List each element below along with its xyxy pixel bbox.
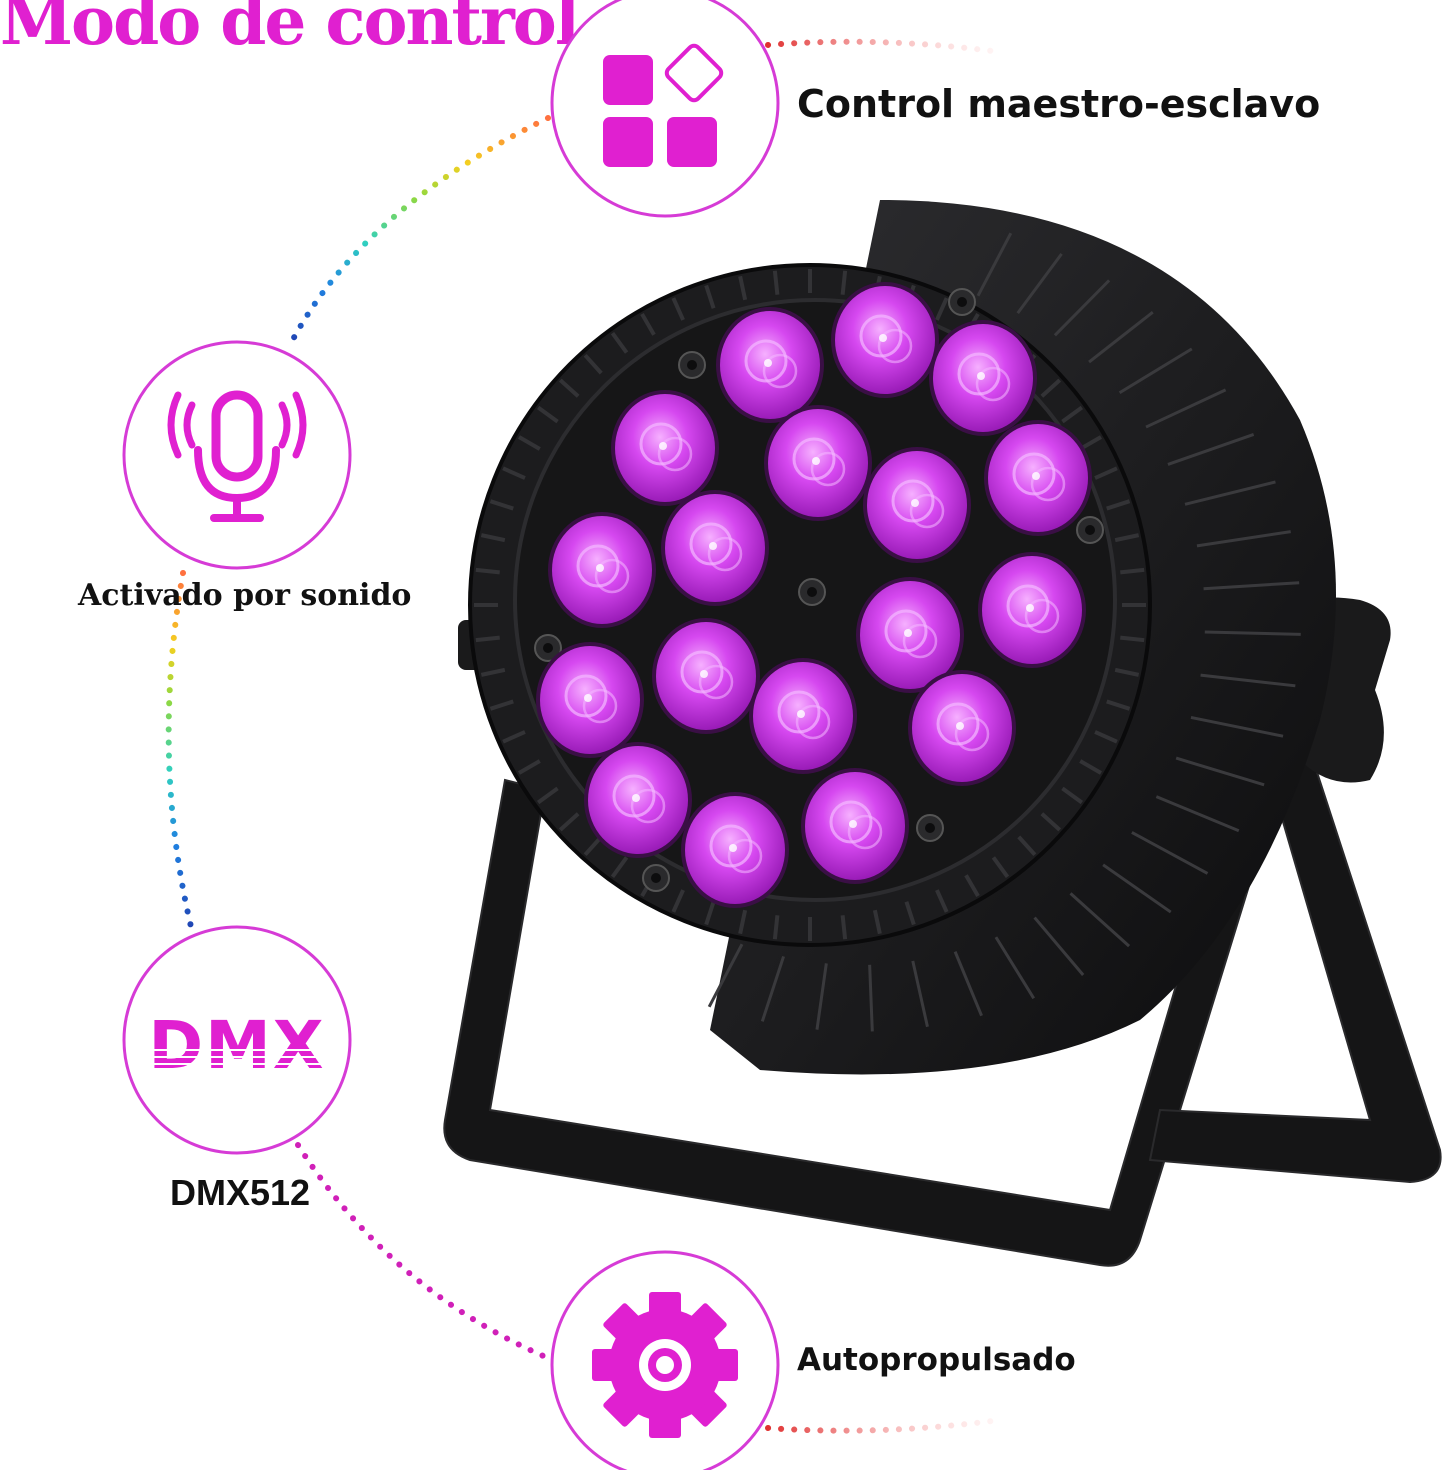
gear-icon	[592, 1292, 738, 1438]
dmx-icon-text: DMX	[148, 1007, 325, 1084]
connector-gear-tail	[765, 1417, 1003, 1434]
connector-master-tail	[765, 38, 1003, 55]
circle-dmx	[122, 925, 352, 1155]
connector-dmx-to-gear	[295, 1142, 551, 1361]
par-light-fixture	[443, 200, 1442, 1267]
circle-master-slave	[550, 0, 780, 218]
dmx-icon: DMX	[148, 1007, 325, 1084]
face-screws	[534, 288, 1104, 892]
label-autopropulsado: Autopropulsado	[797, 1342, 1076, 1378]
label-sound-activated: Activado por sonido	[78, 578, 412, 613]
circle-sound	[122, 340, 352, 570]
page-title: Modo de control	[0, 0, 580, 60]
master-slave-blocks-icon	[603, 43, 724, 167]
label-master-slave: Control maestro-esclavo	[797, 82, 1321, 126]
dotted-connectors	[165, 38, 1003, 1434]
connector-master-to-sound	[287, 115, 551, 348]
led-array	[536, 282, 1092, 908]
connector-sound-to-dmx	[165, 570, 196, 938]
heatsink-fins	[707, 232, 1301, 1032]
microphone-sound-icon	[167, 390, 307, 522]
fixture-bracket	[443, 698, 1442, 1267]
label-dmx512: DMX512	[170, 1172, 311, 1213]
